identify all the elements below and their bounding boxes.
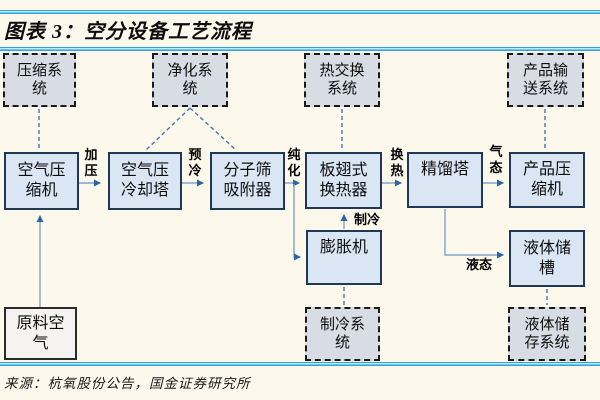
flow-label-refrigerate: 制冷 [353, 212, 380, 227]
box-heat-exchange-system: 热交换 系统 [304, 53, 380, 107]
box-liquid-storage-tank: 液体储 槽 [509, 230, 585, 287]
source-note: 来源：杭氧股份公告，国金证券研究所 [4, 376, 251, 391]
flow-label-pressurize: 加 压 [84, 147, 98, 178]
bottom-divider-line [0, 362, 600, 366]
box-product-delivery-system: 产品输 送系统 [507, 53, 584, 107]
box-purification-system: 净化系 统 [152, 53, 228, 107]
flow-label-purify: 纯 化 [287, 147, 301, 178]
flow-label-precool: 预 冷 [188, 147, 202, 178]
title-underline [0, 47, 600, 51]
figure-title: 图表 3：空分设备工艺流程 [4, 21, 252, 43]
arrow-distillation-to-liquidtank [444, 209, 504, 259]
top-divider-line [0, 10, 600, 14]
flow-label-heat-exchange: 换 热 [390, 147, 404, 178]
box-expander: 膨胀机 [306, 230, 382, 285]
box-plate-fin-heat-exchanger: 板翅式 换热器 [305, 152, 382, 209]
box-air-cooling-tower: 空气压 冷却塔 [108, 152, 182, 210]
box-liquid-storage-system: 液体储 存系统 [508, 307, 586, 361]
flow-label-gaseous: 气 态 [489, 144, 503, 175]
link-purification-right [189, 107, 237, 151]
flow-label-liquid: 液态 [465, 257, 492, 272]
box-compression-system: 压缩系 统 [3, 53, 76, 107]
arrow-branch-to-expander [293, 184, 301, 261]
box-product-compressor: 产品压 缩机 [509, 152, 585, 208]
box-air-compressor: 空气压 缩机 [4, 152, 79, 210]
box-molecular-sieve-adsorber: 分子筛 吸附器 [210, 152, 285, 210]
box-distillation-column: 精馏塔 [407, 152, 483, 208]
link-purification-left [145, 107, 191, 151]
box-raw-air: 原料空 气 [4, 307, 77, 360]
box-refrigeration-system: 制冷系 统 [305, 307, 380, 361]
